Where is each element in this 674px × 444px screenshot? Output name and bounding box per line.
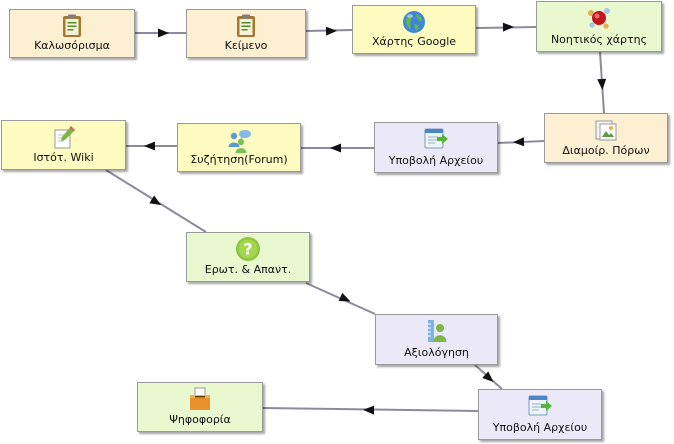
activity-label: Αξιολόγηση — [404, 346, 469, 359]
activity-label: Συζήτηση(Forum) — [190, 153, 288, 166]
activity-voting[interactable]: Ψηφοφορία — [137, 382, 263, 432]
clipboard-icon — [59, 13, 85, 39]
globe-icon — [401, 9, 427, 35]
activity-label: Ιστότ. Wiki — [33, 151, 94, 164]
arrowhead — [149, 195, 162, 206]
activity-assessment[interactable]: Αξιολόγηση — [375, 314, 498, 365]
file-upload-icon — [527, 393, 553, 419]
wiki-pencil-icon — [51, 124, 77, 150]
activity-file-upload[interactable]: Υποβολή Αρχείου — [374, 122, 498, 173]
activity-label: Διαμοίρ. Πόρων — [562, 144, 650, 157]
activity-label: Κείμενο — [224, 39, 268, 52]
arrowhead — [482, 371, 494, 382]
clipboard-icon — [233, 13, 259, 39]
activity-label: Υποβολή Αρχείου — [492, 421, 588, 434]
svg-text:?: ? — [243, 240, 252, 259]
arrowhead — [363, 405, 375, 415]
activity-mind-map[interactable]: Νοητικός χάρτης — [536, 1, 662, 52]
activity-label: Υποβολή Αρχείου — [388, 154, 484, 167]
file-upload-icon — [423, 126, 449, 152]
arrowhead — [338, 292, 351, 302]
arrowhead — [330, 143, 341, 153]
users-chat-icon — [226, 127, 252, 153]
arrowhead — [144, 141, 155, 151]
activity-label: Ψηφοφορία — [169, 413, 231, 426]
question-icon: ? — [235, 236, 261, 262]
arrowhead — [502, 22, 514, 32]
activity-label: Ερωτ. & Απαντ. — [204, 263, 292, 276]
arrowhead — [158, 28, 169, 38]
activity-question-answer[interactable]: ? Ερωτ. & Απαντ. — [186, 232, 310, 282]
mind-map-icon — [586, 5, 612, 31]
activity-wiki[interactable]: Ιστότ. Wiki — [1, 120, 126, 170]
arrowhead — [513, 137, 525, 147]
activity-resource-share[interactable]: Διαμοίρ. Πόρων — [544, 113, 668, 163]
activity-forum[interactable]: Συζήτηση(Forum) — [177, 123, 301, 172]
assessment-icon — [424, 318, 450, 344]
activity-label: Χάρτης Google — [371, 35, 457, 48]
arrowhead — [597, 78, 607, 90]
activity-label: Νοητικός χάρτης — [550, 33, 648, 46]
ballot-box-icon — [187, 386, 213, 412]
activity-welcome[interactable]: Καλωσόρισμα — [9, 9, 135, 58]
activity-google-map[interactable]: Χάρτης Google — [352, 5, 476, 54]
arrowhead — [325, 26, 337, 36]
activity-file-upload[interactable]: Υποβολή Αρχείου — [478, 389, 602, 440]
activity-text[interactable]: Κείμενο — [186, 9, 306, 58]
resource-share-icon — [593, 117, 619, 143]
activity-label: Καλωσόρισμα — [34, 39, 110, 52]
